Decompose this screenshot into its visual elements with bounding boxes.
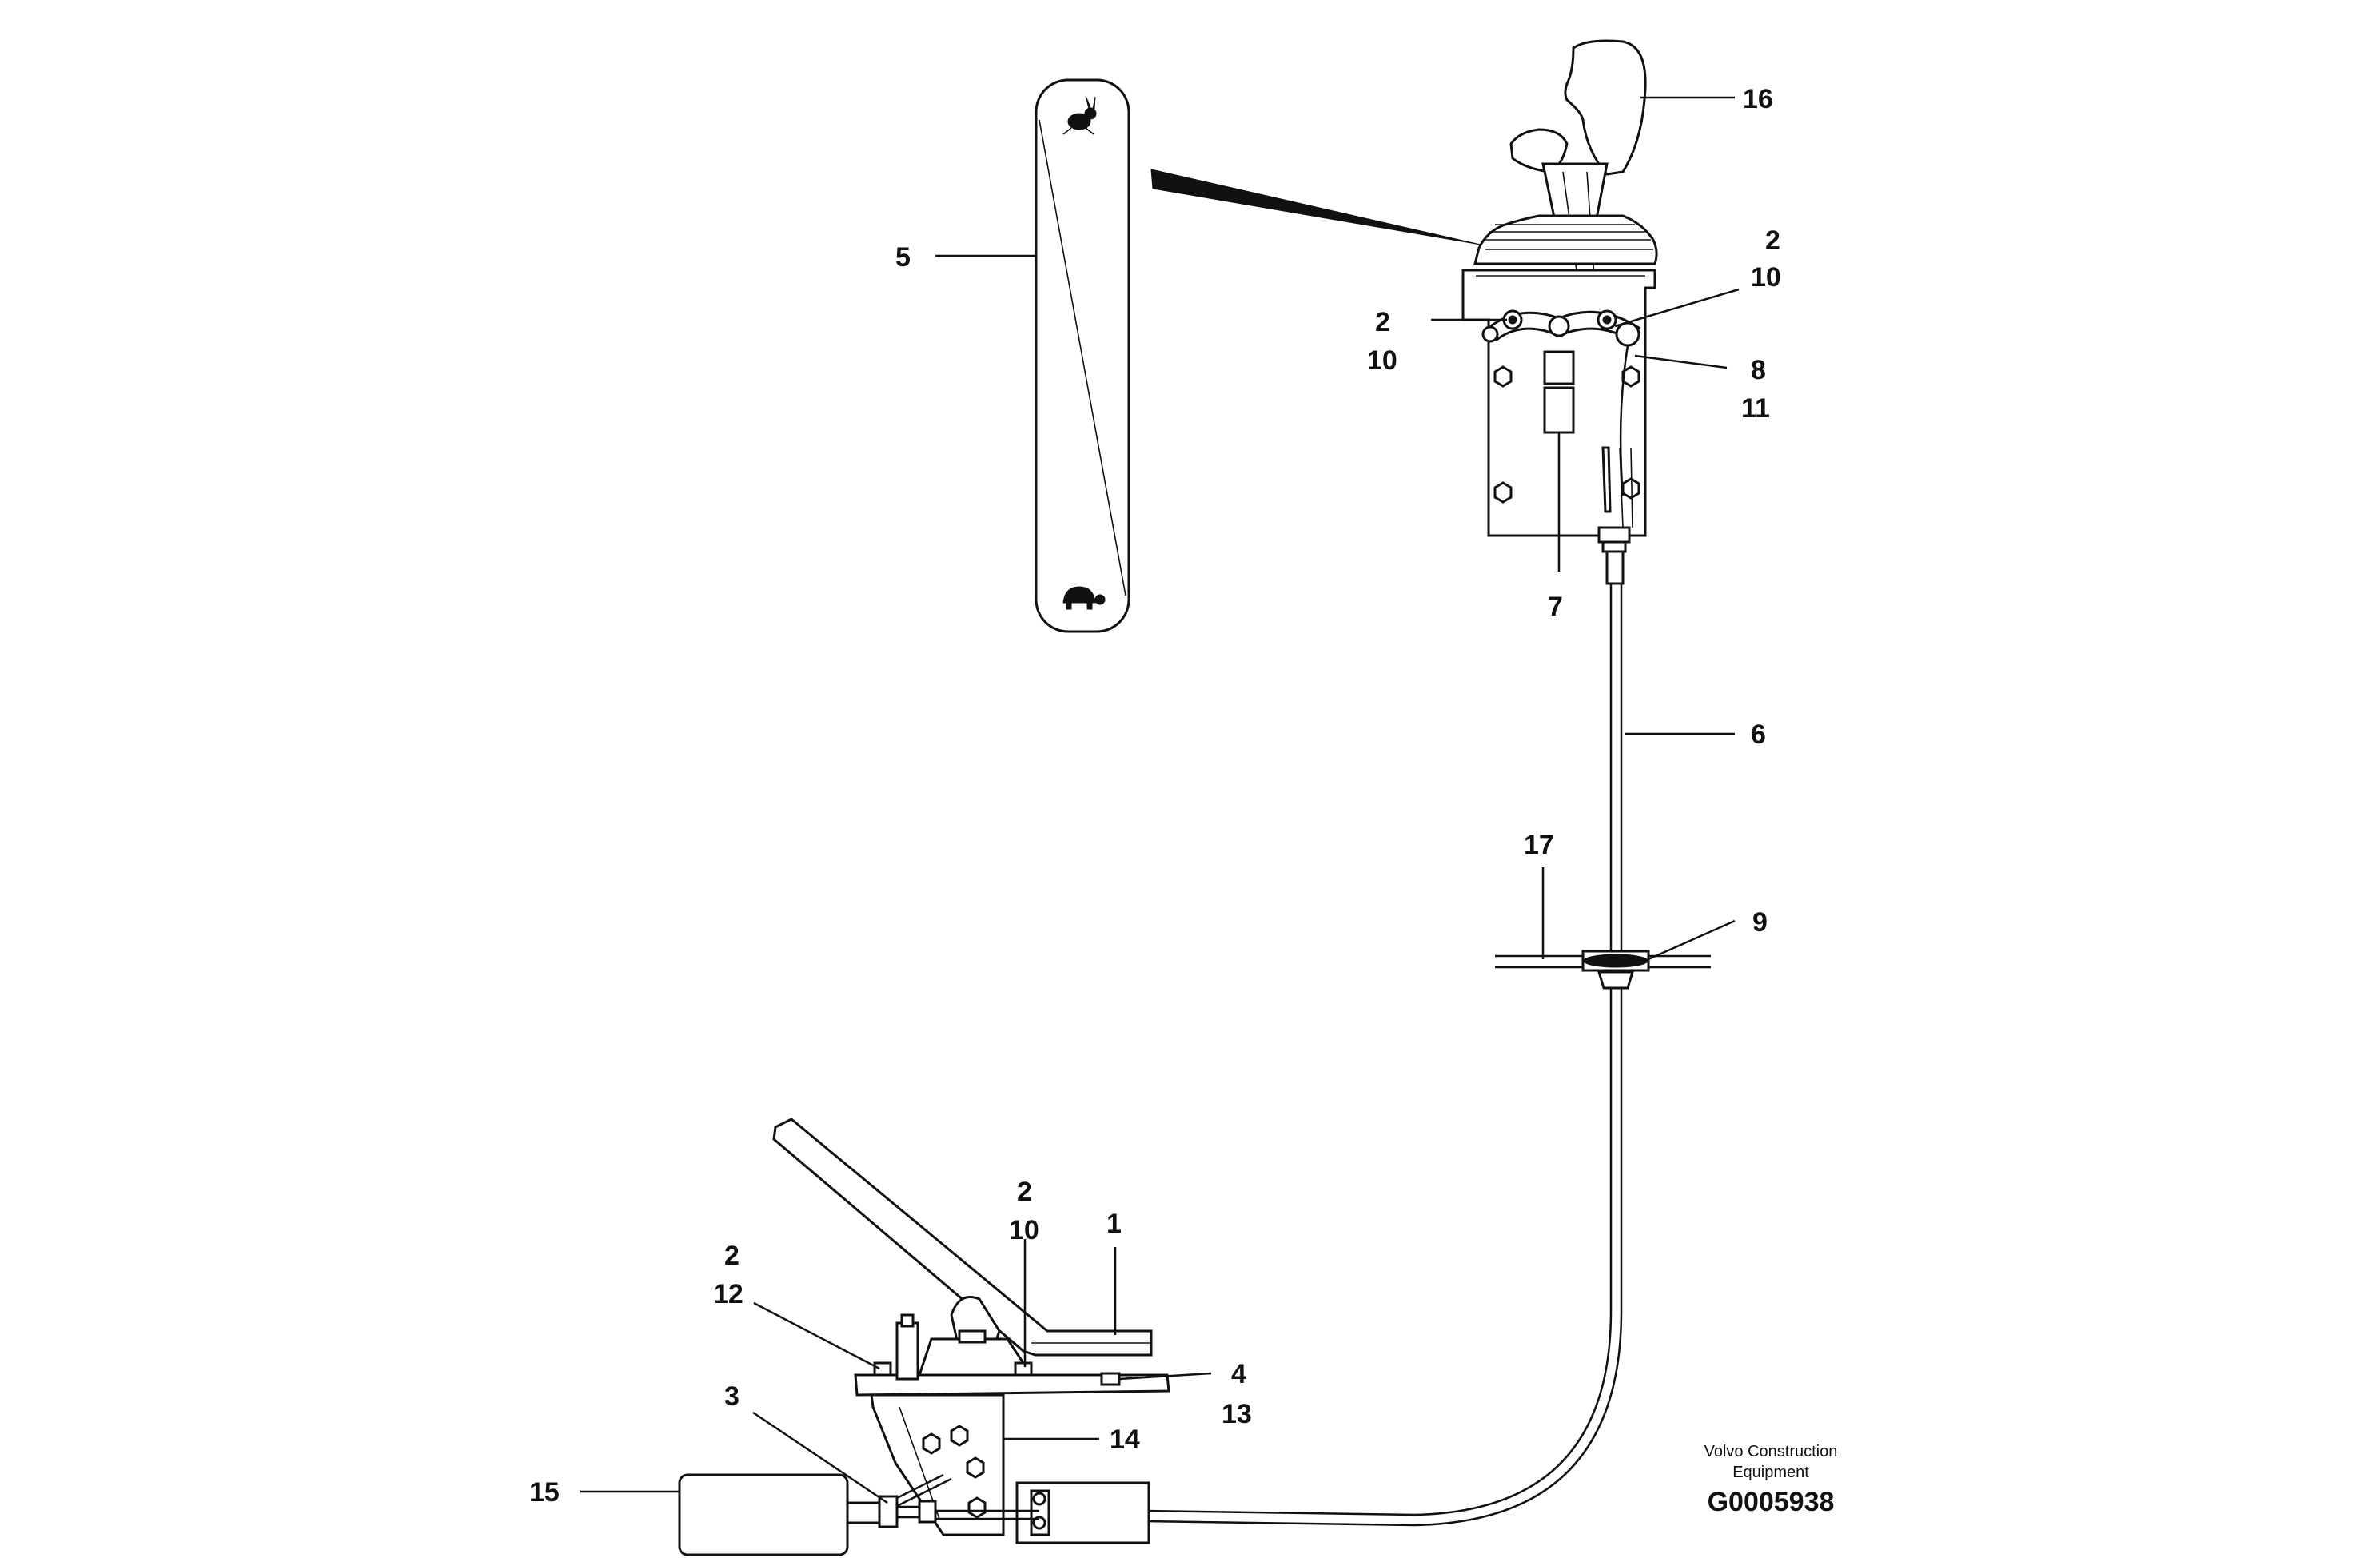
label-5: 5 bbox=[895, 242, 911, 273]
decal-pointer bbox=[1150, 169, 1481, 245]
label-2a: 2 bbox=[1765, 225, 1780, 256]
label-3: 3 bbox=[724, 1381, 740, 1412]
label-6: 6 bbox=[1751, 719, 1766, 750]
hand-lever-assembly bbox=[1461, 39, 1658, 585]
label-13: 13 bbox=[1222, 1399, 1252, 1429]
label-10a: 10 bbox=[1751, 262, 1781, 293]
label-17: 17 bbox=[1524, 830, 1554, 860]
pedal-assembly bbox=[678, 1118, 1170, 1556]
label-10c: 10 bbox=[1009, 1215, 1039, 1245]
speed-decal bbox=[1035, 78, 1130, 633]
drawing-code: G0005938 bbox=[1708, 1487, 1835, 1517]
label-12: 12 bbox=[713, 1279, 744, 1309]
credit-line-2: Equipment bbox=[1732, 1464, 1809, 1481]
credit-line-1: Volvo Construction bbox=[1704, 1443, 1838, 1460]
label-2b: 2 bbox=[1375, 307, 1390, 337]
label-4: 4 bbox=[1231, 1359, 1246, 1389]
base-plate bbox=[854, 1373, 1170, 1397]
label-7: 7 bbox=[1548, 592, 1563, 622]
label-2c: 2 bbox=[1017, 1177, 1032, 1207]
label-15: 15 bbox=[529, 1477, 560, 1508]
label-1: 1 bbox=[1106, 1209, 1122, 1239]
pedal-bracket bbox=[870, 1393, 1005, 1536]
label-10b: 10 bbox=[1367, 345, 1397, 376]
throttle-cable bbox=[1142, 584, 1711, 1527]
label-14: 14 bbox=[1110, 1425, 1140, 1455]
label-9: 9 bbox=[1752, 907, 1768, 938]
rabbit-icon bbox=[1062, 95, 1097, 135]
lever-grip bbox=[1509, 128, 1569, 173]
leader-lines bbox=[580, 96, 1740, 1504]
damper-cylinder bbox=[678, 1473, 849, 1556]
part-labels: 16 2 10 2 10 8 11 5 7 6 17 9 2 10 1 2 12… bbox=[529, 84, 1781, 1508]
turtle-icon bbox=[1062, 586, 1106, 610]
lever-knob bbox=[1564, 39, 1647, 176]
pedal bbox=[772, 1118, 1153, 1357]
label-16: 16 bbox=[1743, 84, 1773, 114]
label-8: 8 bbox=[1751, 355, 1766, 385]
label-11: 11 bbox=[1741, 393, 1770, 424]
label-2d: 2 bbox=[724, 1241, 740, 1271]
